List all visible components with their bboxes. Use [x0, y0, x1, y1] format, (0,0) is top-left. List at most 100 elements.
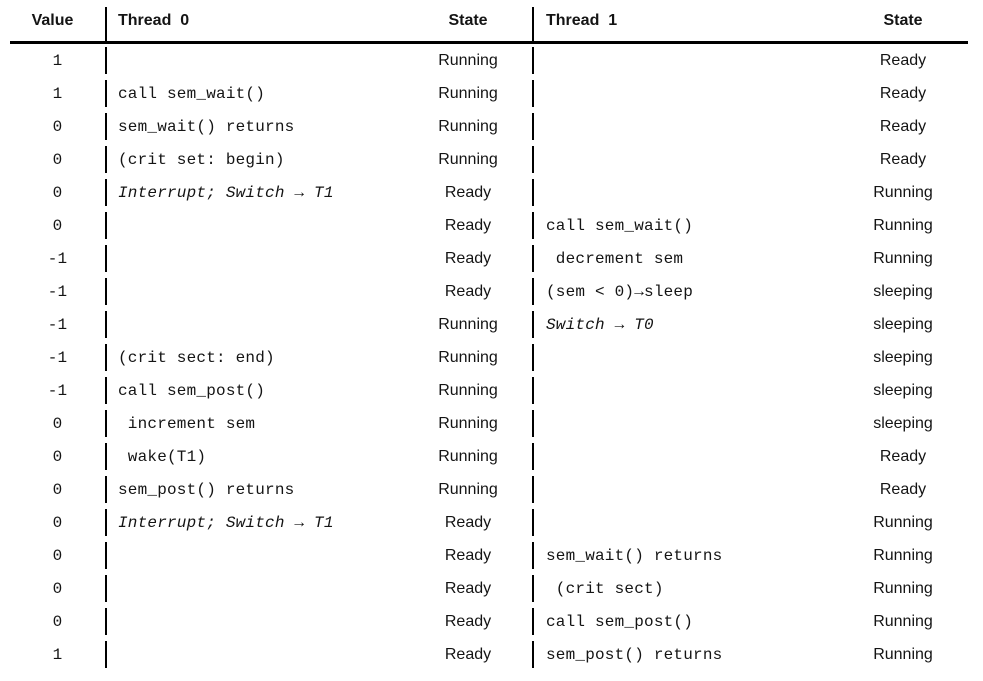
column-divider [105, 575, 107, 602]
thread1-state-cell: Ready [879, 480, 927, 498]
thread0-state-cell: Ready [444, 249, 492, 267]
table-row: -1 call sem_post() Running sleeping [0, 374, 983, 407]
column-divider [105, 212, 107, 239]
table-row: 0 Interrupt; Switch → T1 Ready Running [0, 506, 983, 539]
column-divider [532, 212, 534, 239]
table-row: 1 Ready sem_post() returns Running [0, 638, 983, 671]
thread1-state-cell: sleeping [873, 414, 933, 432]
thread0-state-cell: Ready [444, 612, 492, 630]
semaphore-value-cell: 0 [52, 513, 63, 532]
column-divider [532, 575, 534, 602]
thread1-state-cell: Running [873, 183, 933, 201]
column-divider [105, 80, 107, 107]
thread0-state-cell: Ready [444, 183, 492, 201]
column-divider [105, 311, 107, 338]
table-row: 0 sem_post() returns Running Ready [0, 473, 983, 506]
column-divider [532, 608, 534, 635]
column-divider [105, 278, 107, 305]
column-divider [105, 47, 107, 74]
table-row: 1 call sem_wait() Running Ready [0, 77, 983, 110]
column-divider [105, 641, 107, 668]
semaphore-value-cell: 0 [52, 546, 63, 565]
column-divider [532, 443, 534, 470]
thread1-state-cell: Running [873, 546, 933, 564]
thread1-action-cell: (sem < 0)→sleep [546, 282, 694, 301]
thread1-action-cell: call sem_post() [546, 612, 694, 631]
thread1-state-cell: Ready [879, 117, 927, 135]
thread0-state-cell: Ready [444, 216, 492, 234]
thread0-state-cell: Running [438, 447, 498, 465]
column-divider [105, 542, 107, 569]
thread0-column-header: Thread 0 [118, 11, 190, 29]
table-row: 0 wake(T1) Running Ready [0, 440, 983, 473]
column-divider [105, 509, 107, 536]
thread1-action-cell: sem_wait() returns [546, 546, 723, 565]
column-divider [105, 410, 107, 437]
header-rule [10, 41, 968, 44]
table-row: 1 Running Ready [0, 44, 983, 77]
column-divider [532, 377, 534, 404]
table-body: 1 Running Ready 1 call sem_wait() Runnin… [0, 44, 983, 671]
semaphore-value-cell: 0 [52, 183, 63, 202]
column-divider [105, 608, 107, 635]
table-row: 0 Ready call sem_wait() Running [0, 209, 983, 242]
thread1-column-header: Thread 1 [546, 11, 618, 29]
column-divider [532, 509, 534, 536]
column-divider [532, 542, 534, 569]
thread0-state-cell: Ready [444, 282, 492, 300]
semaphore-value-cell: 1 [52, 51, 63, 70]
thread0-action-cell: call sem_wait() [118, 84, 266, 103]
table-header-row: Value Thread 0 State Thread 1 State [0, 0, 983, 41]
semaphore-value-cell: 0 [52, 480, 63, 499]
thread0-action-cell: sem_post() returns [118, 480, 295, 499]
thread0-action-cell: increment sem [118, 414, 256, 433]
thread0-action-cell: Interrupt; Switch → T1 [118, 513, 334, 532]
column-divider [532, 476, 534, 503]
thread0-state-column-header: State [448, 11, 488, 29]
thread0-state-cell: Running [438, 51, 498, 69]
thread0-action-cell: (crit set: begin) [118, 150, 285, 169]
thread1-state-cell: sleeping [873, 282, 933, 300]
thread0-state-cell: Running [438, 381, 498, 399]
thread0-state-cell: Running [438, 315, 498, 333]
thread1-state-cell: sleeping [873, 348, 933, 366]
thread0-state-cell: Running [438, 480, 498, 498]
column-divider [105, 245, 107, 272]
semaphore-value-cell: 0 [52, 447, 63, 466]
thread1-state-cell: sleeping [873, 381, 933, 399]
semaphore-value-cell: 0 [52, 216, 63, 235]
semaphore-value-cell: 0 [52, 612, 63, 631]
thread1-state-cell: Ready [879, 150, 927, 168]
column-divider [105, 476, 107, 503]
semaphore-value-cell: 0 [52, 579, 63, 598]
thread0-action-cell: sem_wait() returns [118, 117, 295, 136]
semaphore-value-cell: 0 [52, 150, 63, 169]
column-divider [532, 311, 534, 338]
table-row: -1 (crit sect: end) Running sleeping [0, 341, 983, 374]
value-column-header: Value [31, 11, 74, 29]
semaphore-value-cell: -1 [47, 282, 68, 301]
column-divider [532, 179, 534, 206]
thread1-state-cell: Running [873, 579, 933, 597]
table-row: 0 Ready sem_wait() returns Running [0, 539, 983, 572]
semaphore-value-cell: 0 [52, 414, 63, 433]
column-divider [532, 245, 534, 272]
table-row: 0 increment sem Running sleeping [0, 407, 983, 440]
table-row: 0 Interrupt; Switch → T1 Ready Running [0, 176, 983, 209]
semaphore-value-cell: 1 [52, 84, 63, 103]
column-divider [532, 113, 534, 140]
column-divider [105, 377, 107, 404]
thread0-action-cell: (crit sect: end) [118, 348, 275, 367]
thread1-action-cell: Switch → T0 [546, 315, 654, 334]
thread0-action-cell: wake(T1) [118, 447, 207, 466]
thread0-state-cell: Running [438, 348, 498, 366]
semaphore-value-cell: 1 [52, 645, 63, 664]
table-row: 0 Ready (crit sect) Running [0, 572, 983, 605]
thread0-state-cell: Running [438, 117, 498, 135]
table-row: 0 Ready call sem_post() Running [0, 605, 983, 638]
table-row: 0 (crit set: begin) Running Ready [0, 143, 983, 176]
column-divider [532, 641, 534, 668]
thread1-state-cell: Running [873, 513, 933, 531]
thread1-action-cell: sem_post() returns [546, 645, 723, 664]
